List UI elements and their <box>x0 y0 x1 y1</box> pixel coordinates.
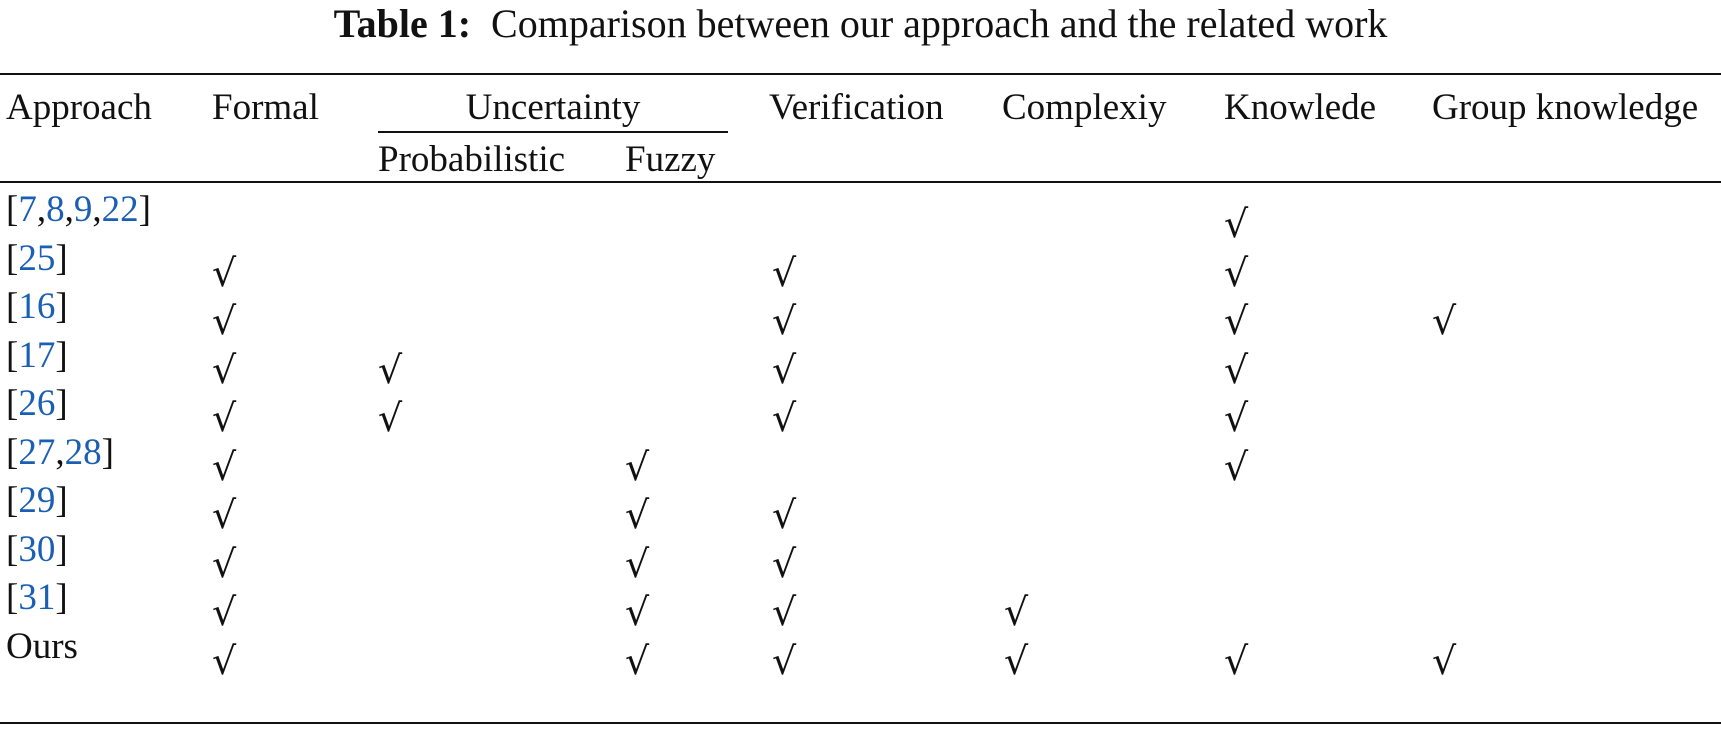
header-group-knowledge: Group knowledge <box>1432 87 1699 128</box>
checkmark-icon: √ <box>212 347 237 392</box>
checkmark-icon: √ <box>1224 396 1249 440</box>
checkmark-icon: √ <box>212 493 237 537</box>
bottom-rule <box>0 722 1721 724</box>
row-label: [17] <box>6 334 68 376</box>
caption-text: Comparison between our approach and the … <box>491 1 1388 46</box>
checkmark-icon: √ <box>772 541 797 586</box>
checkmark-icon: √ <box>212 590 237 634</box>
checkmark-icon: √ <box>1224 444 1249 489</box>
table-caption: Table 1: Comparison between our approach… <box>0 2 1721 46</box>
checkmark-icon: √ <box>772 347 797 392</box>
row-label: [31] <box>6 577 68 618</box>
checkmark-icon: √ <box>625 493 650 537</box>
reference-link[interactable]: 26 <box>18 383 56 424</box>
header-formal: Formal <box>212 87 319 128</box>
row-label: [30] <box>6 528 68 570</box>
checkmark-icon: √ <box>1224 250 1249 295</box>
reference-link[interactable]: 22 <box>101 189 139 230</box>
checkmark-icon: √ <box>1224 202 1249 246</box>
checkmark-icon: √ <box>212 638 237 683</box>
header-fuzzy: Fuzzy <box>625 139 716 180</box>
header-approach: Approach <box>6 87 152 128</box>
checkmark-icon: √ <box>625 590 650 634</box>
checkmark-icon: √ <box>772 250 797 295</box>
row-label: [29] <box>6 480 68 521</box>
row-label: [7,8,9,22] <box>6 189 151 230</box>
checkmark-icon: √ <box>772 590 797 634</box>
row-label: [26] <box>6 383 68 424</box>
checkmark-icon: √ <box>625 638 650 683</box>
reference-link[interactable]: 30 <box>18 528 56 570</box>
checkmark-icon: √ <box>212 250 237 295</box>
uncertainty-group-rule <box>378 131 728 133</box>
reference-link[interactable]: 8 <box>46 189 65 230</box>
checkmark-icon: √ <box>625 541 650 586</box>
checkmark-icon: √ <box>212 396 237 440</box>
row-label: [16] <box>6 286 68 327</box>
checkmark-icon: √ <box>772 638 797 683</box>
row-label: [27,28] <box>6 431 114 473</box>
checkmark-icon: √ <box>625 444 650 489</box>
header-knowledge: Knowlede <box>1224 87 1377 128</box>
checkmark-icon: √ <box>212 541 237 586</box>
header-probabilistic: Probabilistic <box>378 139 566 180</box>
checkmark-icon: √ <box>1432 638 1457 683</box>
reference-link[interactable]: 31 <box>18 577 56 618</box>
reference-link[interactable]: 7 <box>18 189 37 230</box>
checkmark-icon: √ <box>1004 638 1029 683</box>
reference-link[interactable]: 16 <box>18 286 56 327</box>
checkmark-icon: √ <box>212 299 237 343</box>
reference-link[interactable]: 28 <box>64 431 102 473</box>
top-rule <box>0 73 1721 75</box>
header-uncertainty: Uncertainty <box>465 87 641 128</box>
checkmark-icon: √ <box>1224 638 1249 683</box>
checkmark-icon: √ <box>378 396 403 440</box>
checkmark-icon: √ <box>1004 590 1029 634</box>
row-label: [25] <box>6 237 68 279</box>
checkmark-icon: √ <box>212 444 237 489</box>
header-rule <box>0 181 1721 183</box>
checkmark-icon: √ <box>378 347 403 392</box>
checkmark-icon: √ <box>1224 347 1249 392</box>
checkmark-icon: √ <box>772 396 797 440</box>
row-label: Ours <box>6 625 78 667</box>
checkmark-icon: √ <box>1432 299 1457 343</box>
reference-link[interactable]: 29 <box>18 480 56 521</box>
reference-link[interactable]: 27 <box>18 431 56 473</box>
reference-link[interactable]: 17 <box>18 334 56 376</box>
reference-link[interactable]: 9 <box>73 189 93 230</box>
caption-label: Table 1: <box>333 1 472 46</box>
reference-link[interactable]: 25 <box>18 237 56 279</box>
checkmark-icon: √ <box>772 299 797 343</box>
row-label-text: Ours <box>6 625 78 667</box>
header-verification: Verification <box>769 87 944 128</box>
checkmark-icon: √ <box>1224 299 1249 343</box>
header-complexity: Complexiy <box>1002 87 1167 128</box>
checkmark-icon: √ <box>772 493 797 537</box>
